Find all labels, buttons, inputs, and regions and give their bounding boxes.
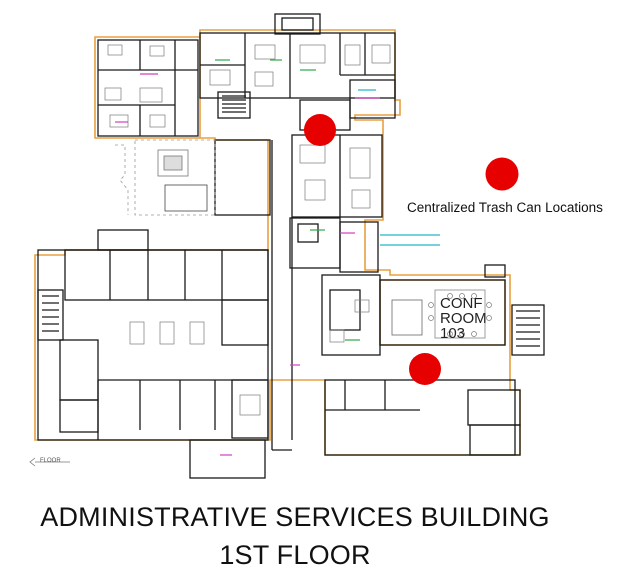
conf-room-label-1: CONF <box>440 295 483 312</box>
walls <box>37 13 545 479</box>
trash-marker-east <box>409 353 441 385</box>
conf-room-label-3: 103 <box>440 325 466 342</box>
conf-room-label-2: ROOM <box>440 310 487 327</box>
legend-label: Centralized Trash Can Locations <box>407 200 603 215</box>
building-outline <box>34 29 521 456</box>
trash-markers <box>304 114 519 385</box>
floor-tag: FLOOR <box>40 458 61 464</box>
cad-tags <box>115 59 440 456</box>
furniture <box>104 44 492 416</box>
floor-axis <box>29 457 70 467</box>
floor-plan <box>29 13 545 479</box>
page-subtitle: 1ST FLOOR <box>219 540 371 570</box>
page-title: ADMINISTRATIVE SERVICES BUILDING <box>40 502 550 532</box>
courtyard <box>115 139 216 216</box>
trash-marker-north <box>304 114 336 146</box>
trash-marker-legend <box>485 157 519 191</box>
